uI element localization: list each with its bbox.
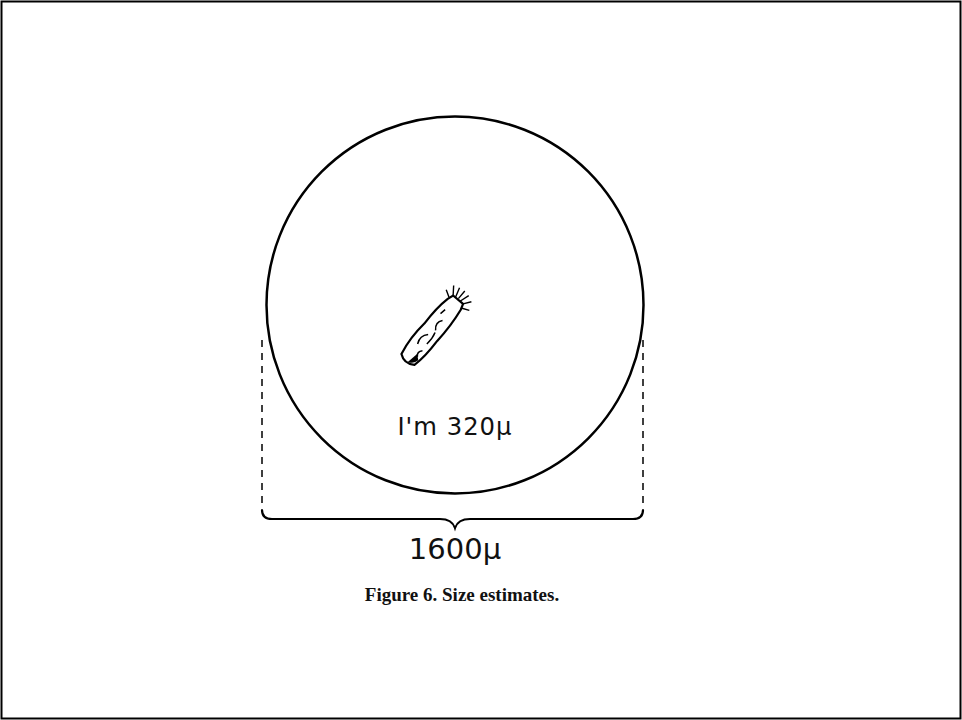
dimension-label: 1600μ [407,532,503,566]
organism-drawing [394,281,477,371]
figure-caption: Figure 6. Size estimates. [365,584,559,606]
size-note: I'm 320μ [265,412,645,441]
dimension-brace [262,510,643,528]
field-circle: I'm 320μ [265,115,645,495]
dimension-line [642,340,644,512]
dimension-line [261,340,263,512]
